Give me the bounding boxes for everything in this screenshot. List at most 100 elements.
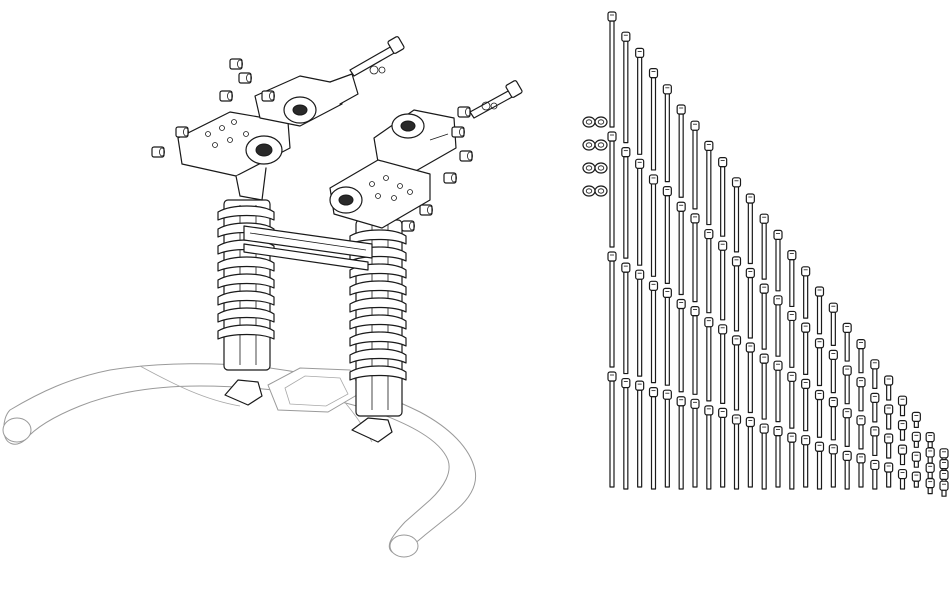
bolt	[773, 426, 783, 488]
bolt	[648, 280, 659, 384]
spacer-ring	[217, 290, 275, 306]
right-clamp-bolt	[469, 80, 523, 119]
bolt	[773, 295, 783, 357]
clamp-inserts	[151, 58, 473, 232]
bolt	[925, 478, 935, 495]
bolt	[690, 120, 700, 210]
washer-set	[582, 116, 608, 197]
washer	[582, 185, 596, 197]
bolt	[745, 193, 755, 265]
bolt	[635, 269, 645, 377]
right-front-clamp	[329, 159, 431, 229]
bolt	[648, 387, 659, 490]
insert-nut	[261, 90, 275, 102]
bolt	[704, 405, 714, 490]
bolt	[635, 380, 645, 488]
bolt-set	[607, 11, 949, 497]
bolt	[884, 433, 894, 459]
bolt	[897, 395, 908, 417]
insert-nut	[175, 126, 189, 138]
bolt	[884, 462, 894, 488]
bolt	[911, 431, 921, 448]
washer	[594, 185, 608, 197]
bolt	[745, 416, 755, 488]
insert-nut	[443, 172, 457, 184]
bolt	[718, 240, 728, 321]
insert-nut	[219, 90, 233, 102]
insert-nut	[229, 58, 243, 70]
bolt	[676, 298, 686, 393]
bolt	[759, 283, 769, 350]
bolt	[745, 267, 755, 339]
bolt	[842, 365, 852, 405]
bolt	[718, 157, 728, 237]
bolt	[897, 468, 908, 490]
bolt	[662, 287, 672, 386]
bolt	[690, 213, 700, 303]
bolt	[856, 453, 866, 488]
washer	[594, 116, 608, 128]
bolt	[842, 322, 852, 362]
bolt	[897, 420, 908, 441]
insert-nut	[401, 220, 415, 232]
bolt	[773, 360, 783, 423]
bolt	[897, 444, 908, 466]
right-spacer-rings	[349, 229, 407, 381]
bolt	[759, 353, 769, 420]
bolt	[814, 441, 825, 490]
insert-nut	[151, 146, 165, 158]
insert-nut	[451, 126, 465, 138]
bolt	[870, 459, 880, 490]
bolt	[911, 411, 921, 428]
bolt	[842, 450, 852, 490]
washer	[582, 139, 596, 151]
bolt	[787, 250, 797, 308]
bolt	[787, 371, 797, 429]
bolt	[718, 324, 728, 404]
bolt	[607, 11, 617, 128]
bolt	[635, 47, 645, 155]
bolt	[648, 67, 659, 171]
left-rear-clamp	[254, 73, 359, 127]
spacer-ring	[349, 314, 407, 330]
left-clamp-bolt	[349, 36, 405, 77]
washer	[582, 162, 596, 174]
bolt	[676, 396, 686, 490]
bolt	[801, 378, 811, 432]
bolt	[856, 377, 866, 412]
spacer-ring	[349, 280, 407, 296]
bolt	[621, 31, 631, 144]
spacer-ring	[217, 205, 275, 221]
bolt	[911, 471, 921, 488]
bolt	[884, 375, 894, 401]
bolt	[607, 251, 617, 368]
left-spacer-rings	[217, 205, 275, 340]
bolt	[773, 229, 783, 292]
bolt	[925, 432, 935, 449]
bolt	[870, 392, 880, 423]
bolt	[828, 397, 838, 441]
bolt	[621, 262, 631, 375]
bolt	[676, 201, 686, 296]
bolt	[870, 359, 880, 389]
insert-nut	[457, 106, 471, 118]
bolt	[621, 377, 631, 490]
bolt	[842, 408, 852, 447]
right-rear-clamp	[373, 109, 457, 173]
bolt	[662, 389, 672, 488]
bolt	[856, 339, 866, 374]
left-front-clamp	[177, 111, 291, 201]
spacer-ring	[217, 307, 275, 323]
right-mount-pad	[351, 417, 393, 443]
bolt	[662, 84, 672, 183]
bolt	[731, 335, 742, 411]
bolt	[870, 426, 880, 457]
bolt	[925, 447, 935, 464]
spacer-ring	[349, 297, 407, 313]
bolt	[731, 256, 742, 332]
handlebar-base	[2, 363, 477, 558]
bridge-bar	[243, 225, 373, 271]
bolt	[828, 444, 838, 488]
